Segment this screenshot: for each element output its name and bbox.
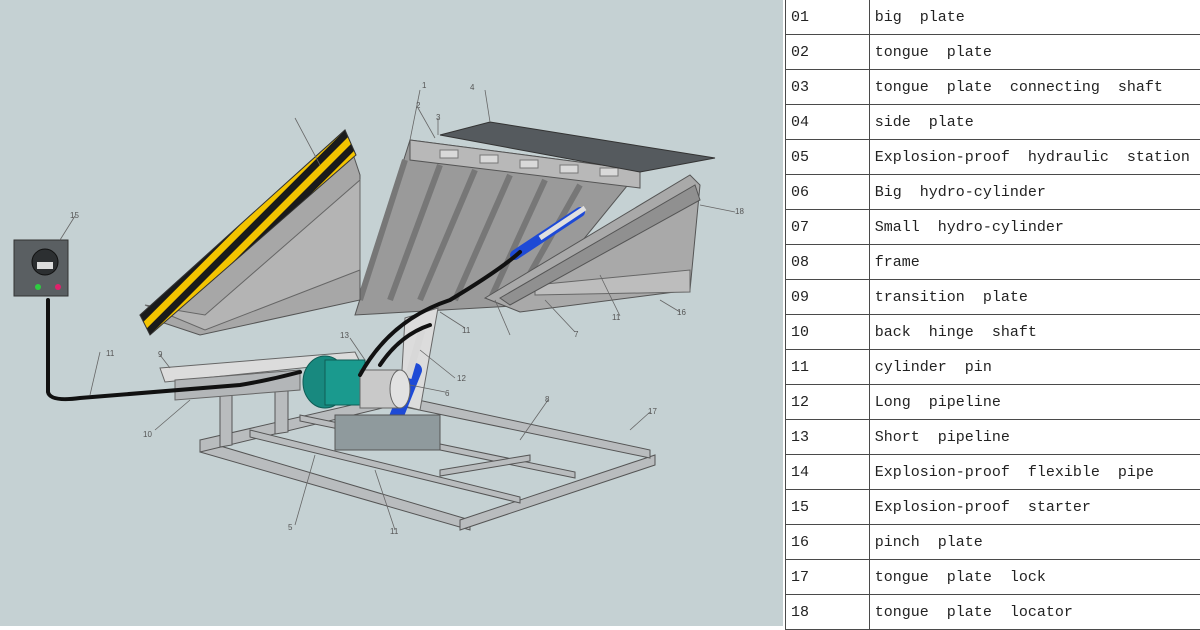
explosion-proof-starter (14, 240, 68, 296)
side-plate-left (140, 130, 360, 335)
part-name: pinch plate (869, 525, 1200, 560)
callout-6: 6 (445, 389, 450, 398)
callout-3: 3 (436, 113, 441, 122)
part-name: Big hydro-cylinder (869, 175, 1200, 210)
base-frame (200, 373, 655, 530)
callout-9: 9 (158, 350, 163, 359)
callout-11a: 11 (106, 349, 115, 358)
part-name: Short pipeline (869, 420, 1200, 455)
part-name: Long pipeline (869, 385, 1200, 420)
part-number: 09 (786, 280, 870, 315)
callout-4: 4 (470, 83, 475, 92)
part-number: 15 (786, 490, 870, 525)
part-number: 02 (786, 35, 870, 70)
part-name: big plate (869, 0, 1200, 35)
part-number: 01 (786, 0, 870, 35)
part-number: 07 (786, 210, 870, 245)
part-name: Small hydro-cylinder (869, 210, 1200, 245)
callout-10: 10 (143, 430, 152, 439)
callout-1: 1 (422, 81, 427, 90)
part-name: tongue plate (869, 35, 1200, 70)
part-number: 04 (786, 105, 870, 140)
dock-leveler-drawing: 1 2 3 4 15 11 9 10 13 12 6 11 7 11 16 18… (0, 0, 783, 626)
part-name: frame (869, 245, 1200, 280)
part-number: 11 (786, 350, 870, 385)
callout-11c: 11 (612, 313, 621, 322)
part-number: 12 (786, 385, 870, 420)
callout-18: 18 (735, 207, 744, 216)
part-name: tongue plate connecting shaft (869, 70, 1200, 105)
part-name: back hinge shaft (869, 315, 1200, 350)
callout-11d: 11 (390, 527, 399, 536)
part-name: transition plate (869, 280, 1200, 315)
part-number: 17 (786, 560, 870, 595)
part-number: 16 (786, 525, 870, 560)
callout-15: 15 (70, 211, 79, 220)
part-name: Explosion-proof starter (869, 490, 1200, 525)
part-number: 08 (786, 245, 870, 280)
part-number: 03 (786, 70, 870, 105)
callout-7: 7 (574, 330, 579, 339)
part-name: tongue plate lock (869, 560, 1200, 595)
part-number: 14 (786, 455, 870, 490)
part-name: tongue plate locator (869, 595, 1200, 630)
callout-2: 2 (416, 101, 421, 110)
part-number: 06 (786, 175, 870, 210)
callout-16: 16 (677, 308, 686, 317)
callout-13: 13 (340, 331, 349, 340)
part-number: 10 (786, 315, 870, 350)
part-number: 05 (786, 140, 870, 175)
part-name: side plate (869, 105, 1200, 140)
part-number: 13 (786, 420, 870, 455)
callout-8: 8 (545, 395, 550, 404)
part-name: Explosion-proof hydraulic station (869, 140, 1200, 175)
part-number: 18 (786, 595, 870, 630)
callout-5: 5 (288, 523, 293, 532)
callout-17: 17 (648, 407, 657, 416)
callout-12: 12 (457, 374, 466, 383)
part-name: Explosion-proof flexible pipe (869, 455, 1200, 490)
exploded-diagram: 1 2 3 4 15 11 9 10 13 12 6 11 7 11 16 18… (0, 0, 783, 626)
part-name: cylinder pin (869, 350, 1200, 385)
callout-11b: 11 (462, 326, 471, 335)
